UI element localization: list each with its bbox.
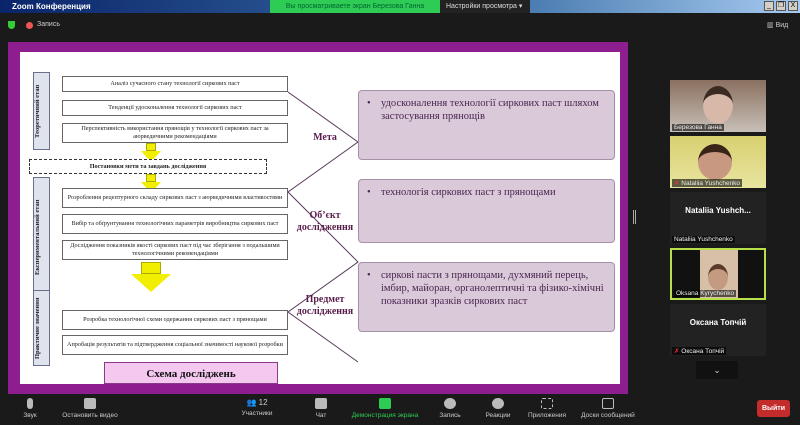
arrow-icon — [141, 151, 161, 162]
leave-button[interactable]: Выйти — [757, 400, 790, 417]
participant-video — [698, 144, 732, 180]
slide-caption: Схема досліджень — [104, 362, 278, 384]
view-settings-button[interactable]: Настройки просмотра ▾ — [440, 0, 530, 13]
share-banner: Вы просматриваете экран Березова Ганна — [270, 0, 440, 13]
category-text: технологія сиркових паст з прянощами — [358, 179, 615, 243]
participant-name: ✗ Nataliia Yushchenko — [672, 179, 743, 187]
camera-icon — [84, 398, 96, 409]
participant-tile[interactable]: ✗ Nataliia Yushchenko — [670, 136, 766, 188]
stage-label: Теоретичний етап — [33, 72, 50, 150]
chat-label: Чат — [315, 412, 327, 419]
flow-box: Тенденції удосконалення технології сирко… — [62, 100, 288, 116]
flow-box: Аналіз сучасного стану технології сирков… — [62, 76, 288, 92]
record-icon — [26, 22, 33, 29]
resize-handle[interactable] — [633, 210, 636, 224]
category-label: Предмет дослідження — [296, 294, 354, 317]
share-label: Демонстрация экрана — [351, 412, 419, 419]
participant-tile[interactable]: Nataliia Yushch... Nataliia Yushchenko — [670, 192, 766, 244]
minimize-button[interactable]: _ — [764, 1, 774, 11]
slide: Теоретичний етап Експериментальний етап … — [20, 52, 620, 384]
chat-icon — [315, 398, 327, 409]
flow-box: Розроблення рецептурного складу сиркових… — [62, 188, 288, 208]
participants-label: Участники — [241, 410, 273, 417]
record-label: Запись — [439, 412, 461, 419]
video-label: Остановить видео — [62, 412, 118, 419]
participants-icon: 👥 12 — [246, 398, 268, 407]
goal-box: Постановки мети та завдань дослідження — [29, 159, 267, 174]
view-button[interactable]: ▥ Вид — [767, 22, 789, 29]
whiteboards-label: Доски сообщений — [581, 412, 635, 419]
flow-box: Дослідження показників якості сиркових п… — [62, 240, 288, 260]
apps-button[interactable]: Приложения — [524, 394, 570, 419]
recording-label: Запись — [37, 21, 60, 28]
flow-box: Апробація результатів та підтвердження с… — [62, 335, 288, 355]
category-label: Об’єкт дослідження — [296, 210, 354, 233]
participant-name-text: Оксана Топчій — [681, 348, 725, 355]
reactions-button[interactable]: Реакции — [478, 394, 518, 419]
whiteboards-button[interactable]: Доски сообщений — [574, 394, 642, 419]
audio-label: Звук — [23, 412, 37, 419]
participant-name: Oksana Kyrychenko — [674, 290, 737, 297]
participant-name-text: Nataliia Yushchenko — [681, 180, 741, 187]
arrow-icon — [146, 143, 156, 151]
scroll-down-button[interactable]: ⌄ — [696, 361, 738, 379]
arrow-icon — [141, 182, 161, 193]
muted-mic-icon: ✗ — [674, 180, 680, 187]
participant-name: Nataliia Yushchenko — [672, 236, 735, 243]
share-screen-icon — [379, 398, 391, 409]
close-button[interactable]: X — [788, 1, 798, 11]
participant-display-name: Nataliia Yushch... — [685, 206, 751, 215]
stage-label: Практичне значення — [33, 290, 50, 366]
participant-name: Березова Ганна — [672, 124, 724, 131]
participant-tile[interactable]: Березова Ганна — [670, 80, 766, 132]
participant-tile-active-speaker[interactable]: Oksana Kyrychenko — [670, 248, 766, 300]
apps-icon — [541, 398, 553, 409]
arrow-icon — [146, 174, 156, 182]
participant-name: ✗ Оксана Топчій — [672, 347, 727, 355]
flow-box: Перспективність використання прянощів у … — [62, 123, 288, 143]
category-label: Мета — [313, 132, 337, 143]
video-button[interactable]: Остановить видео — [55, 394, 125, 419]
chat-button[interactable]: Чат — [306, 394, 336, 419]
participant-display-name: Оксана Топчій — [689, 318, 747, 327]
whiteboard-icon — [602, 398, 614, 409]
participant-face — [708, 264, 728, 290]
view-label: Вид — [775, 22, 789, 29]
flow-box: Вибір та обґрунтування технологічних пар… — [62, 214, 288, 234]
share-screen-button[interactable]: Демонстрация экрана — [345, 394, 425, 419]
arrow-icon — [141, 262, 161, 274]
microphone-icon — [27, 398, 33, 409]
flow-box: Розробка технологічної схеми одержання с… — [62, 310, 288, 330]
arrow-icon — [131, 274, 171, 292]
chevron-down-icon: ⌄ — [713, 365, 721, 375]
participants-button[interactable]: 👥 12 Участники — [232, 394, 282, 417]
category-text: удосконалення технології сиркових паст ш… — [358, 90, 615, 160]
shield-icon[interactable] — [8, 21, 15, 29]
connector-lines — [288, 91, 359, 363]
record-icon — [444, 398, 456, 409]
muted-mic-icon: ✗ — [674, 348, 680, 355]
record-button[interactable]: Запись — [432, 394, 468, 419]
maximize-button[interactable]: ❐ — [776, 1, 786, 11]
participant-tile[interactable]: Оксана Топчій ✗ Оксана Топчій — [670, 304, 766, 356]
stage-label: Експериментальний етап — [33, 177, 50, 297]
reactions-label: Реакции — [485, 412, 511, 419]
reaction-icon — [492, 398, 504, 409]
participant-video — [703, 86, 733, 124]
category-text: сиркові пасти з прянощами, духмяний пере… — [358, 262, 615, 332]
audio-button[interactable]: Звук — [12, 394, 48, 419]
top-toolbar: Запись ▥ Вид — [0, 13, 800, 41]
participants-count: 12 — [258, 398, 268, 407]
view-settings-label: Настройки просмотра — [446, 3, 517, 10]
apps-label: Приложения — [527, 412, 567, 419]
